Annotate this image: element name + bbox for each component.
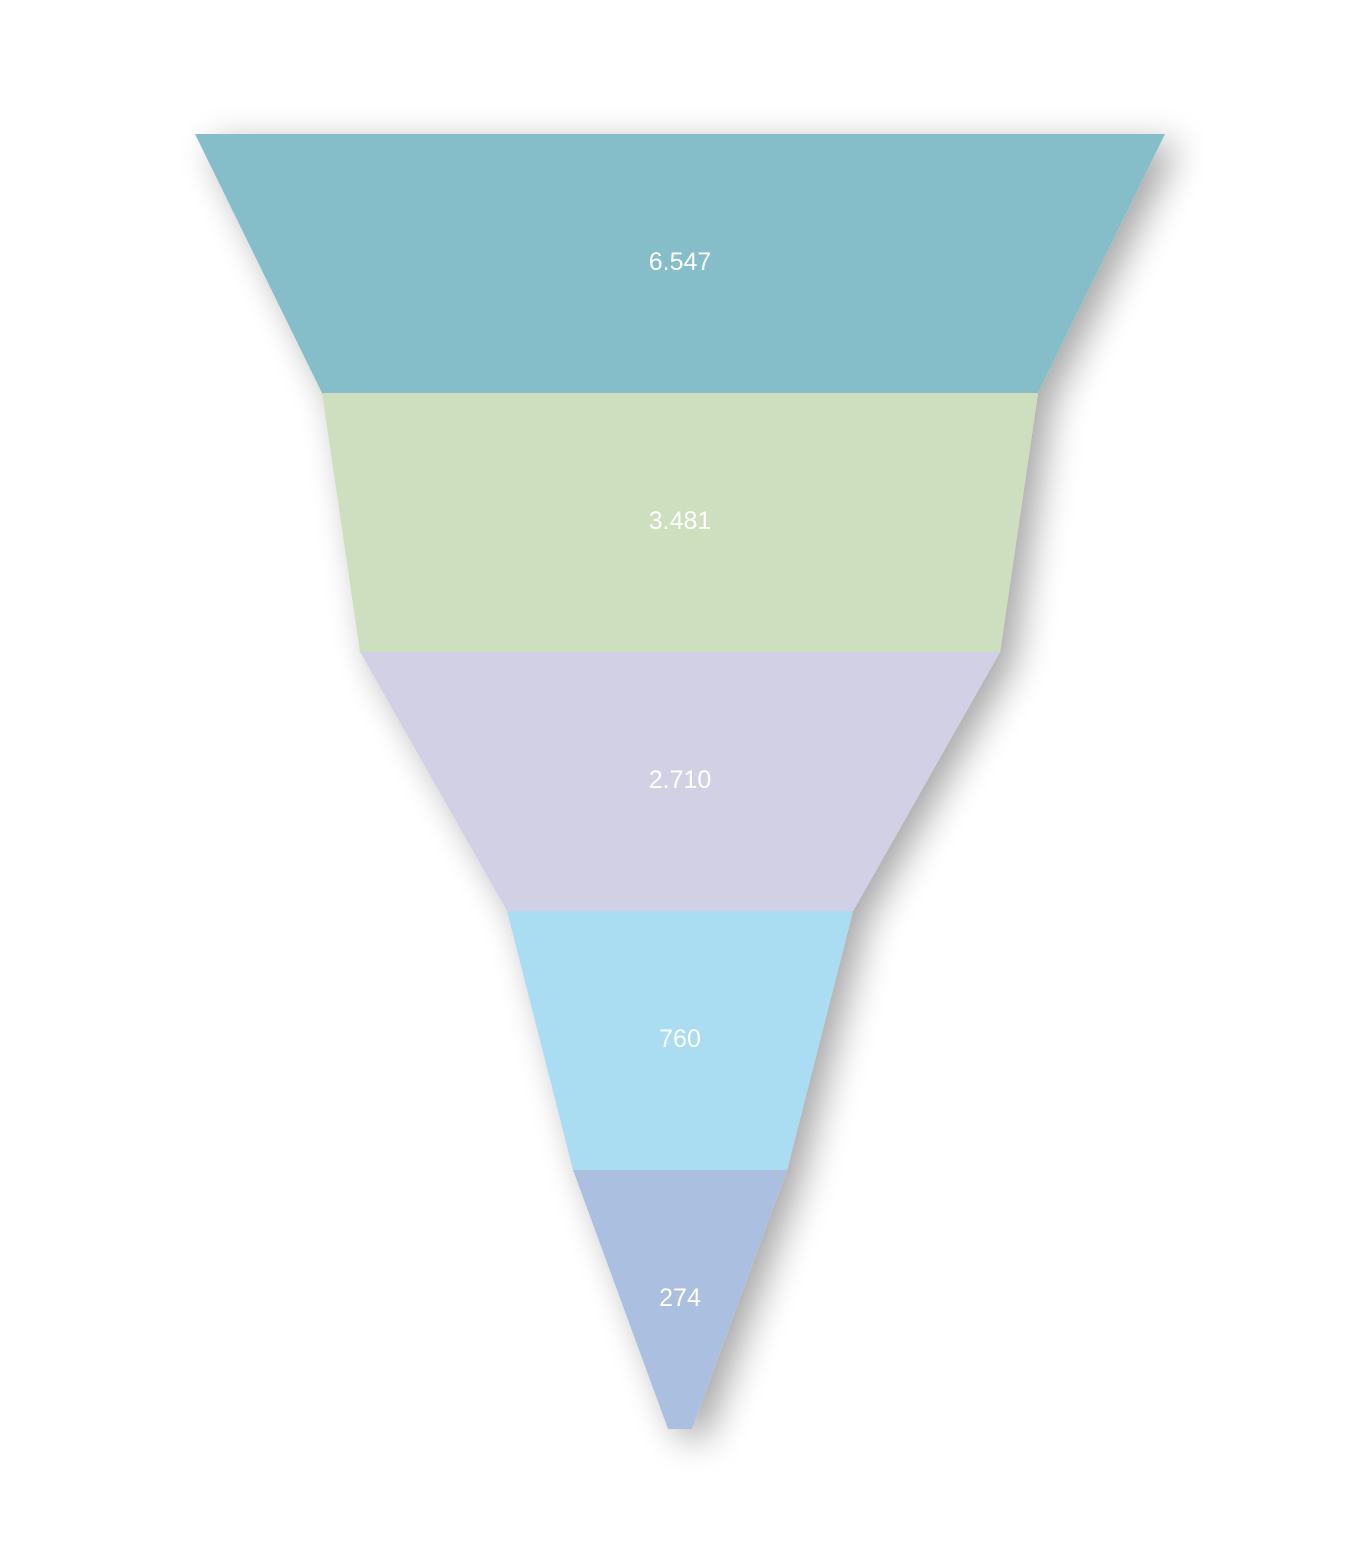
funnel-stage-4 [507, 911, 853, 1170]
funnel-stage-label-3: 2.710 [649, 766, 712, 794]
funnel-stage-3 [360, 652, 1000, 911]
funnel-stage-2 [322, 393, 1038, 652]
funnel-stage-label-4: 760 [659, 1025, 701, 1053]
funnel-stage-1 [195, 134, 1165, 393]
funnel-stage-label-1: 6.547 [649, 248, 712, 276]
funnel-stage-label-5: 274 [659, 1284, 701, 1312]
funnel-stage-label-2: 3.481 [649, 507, 712, 535]
funnel-stages [195, 134, 1165, 1429]
funnel-stage-5 [573, 1170, 787, 1429]
funnel-labels: 6.547 3.481 2.710 760 274 [649, 248, 712, 1312]
